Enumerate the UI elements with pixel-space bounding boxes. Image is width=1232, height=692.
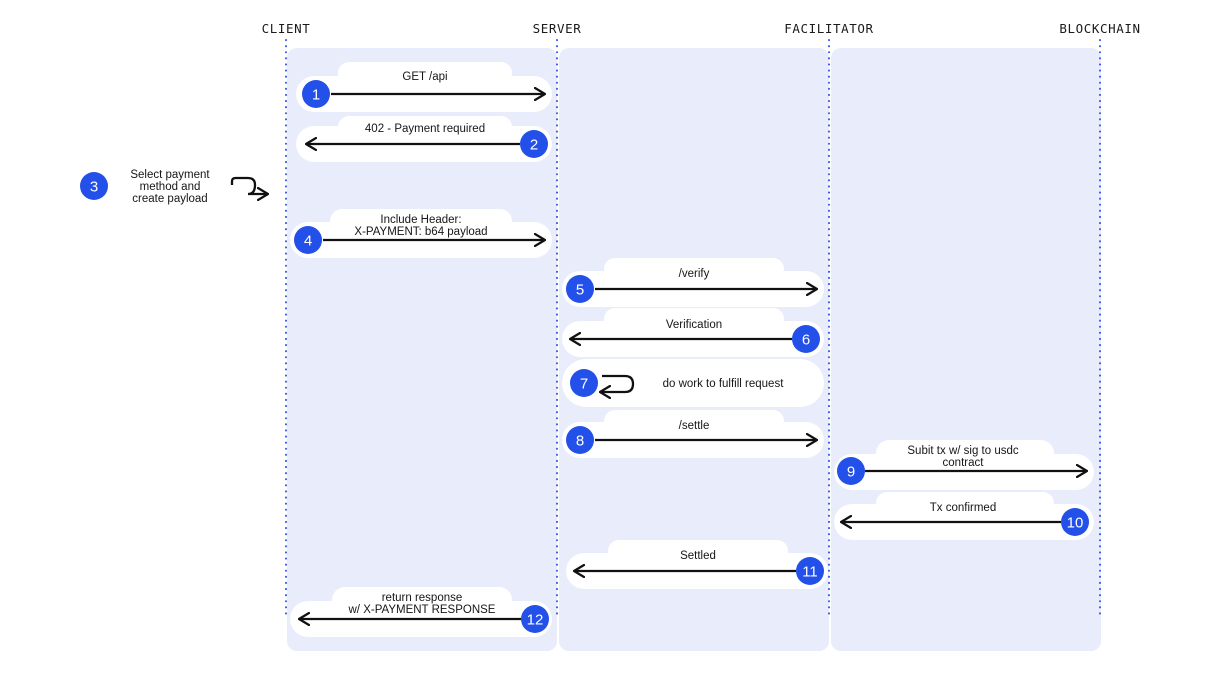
- step-11-number: 11: [802, 564, 818, 581]
- step-8-badge: [566, 426, 594, 454]
- lane-client: [287, 48, 557, 651]
- step-7-loop-arrow: [600, 374, 635, 392]
- step-10-badge: [1061, 508, 1089, 536]
- step-3-number: 3: [90, 179, 98, 196]
- step-2-label-line-1: 402 - Payment required: [365, 123, 485, 135]
- step-9-label-line-1: Subit tx w/ sig to usdc: [907, 445, 1018, 457]
- step-5-badge: [566, 275, 594, 303]
- step-6-badge: [792, 325, 820, 353]
- step-7-label-line-1: do work to fulfill request: [663, 378, 785, 390]
- step-2-badge: [520, 130, 548, 158]
- step-3-self-action: 3 Select payment method and create paylo…: [74, 162, 274, 210]
- step-4-label-line-2: X-PAYMENT: b64 payload: [354, 226, 487, 238]
- step-1-badge: [302, 80, 330, 108]
- step-8-label-line-1: /settle: [679, 420, 710, 432]
- step-4-badge: [294, 226, 322, 254]
- step-8-number: 8: [576, 433, 584, 450]
- step-2-number: 2: [530, 137, 538, 154]
- step-7-badge: [570, 369, 598, 397]
- step-5-label-line-1: /verify: [679, 268, 710, 280]
- step-1-number: 1: [312, 87, 320, 104]
- step-12-label-line-2: w/ X-PAYMENT RESPONSE: [348, 604, 496, 616]
- step-5-number: 5: [576, 282, 584, 299]
- step-8-message: /settle 8: [562, 410, 824, 458]
- step-6-message: Verification 6: [562, 308, 824, 357]
- step-4-label-line-1: Include Header:: [380, 214, 461, 226]
- step-10-label-line-1: Tx confirmed: [930, 502, 996, 514]
- step-11-message: Settled 11: [566, 540, 828, 589]
- column-label-blockchain: BLOCKCHAIN: [1059, 21, 1140, 36]
- step-4-message: Include Header: X-PAYMENT: b64 payload 4: [290, 209, 552, 258]
- column-label-client: CLIENT: [262, 21, 311, 36]
- step-9-message: Subit tx w/ sig to usdc contract 9: [834, 440, 1094, 490]
- step-7-self-action: 7 do work to fulfill request: [562, 359, 824, 407]
- lane-facilitator: [831, 48, 1101, 651]
- step-6-label-line-1: Verification: [666, 319, 722, 331]
- step-7-number: 7: [580, 376, 588, 393]
- step-12-number: 12: [527, 612, 544, 629]
- step-12-label-line-1: return response: [382, 592, 463, 604]
- step-3-badge: [80, 172, 108, 200]
- step-12-badge: [521, 605, 549, 633]
- step-9-label-line-2: contract: [943, 457, 985, 469]
- step-10-message: Tx confirmed 10: [834, 492, 1094, 540]
- step-5-message: /verify 5: [562, 258, 824, 307]
- step-3-label-line-1: Select payment: [130, 169, 210, 181]
- step-3-loop-arrow: [230, 176, 268, 194]
- step-2-message: 402 - Payment required 2: [296, 116, 552, 162]
- step-1-message: GET /api 1: [296, 62, 552, 112]
- step-10-number: 10: [1067, 515, 1084, 532]
- step-11-badge: [796, 557, 824, 585]
- step-3-label-line-2: method and: [140, 181, 201, 193]
- column-label-server: SERVER: [533, 21, 582, 36]
- step-6-number: 6: [802, 332, 810, 349]
- step-11-label-line-1: Settled: [680, 550, 716, 562]
- step-9-badge: [837, 457, 865, 485]
- step-12-message: return response w/ X-PAYMENT RESPONSE 12: [290, 587, 552, 637]
- column-label-facilitator: FACILITATOR: [784, 21, 873, 36]
- step-3-label-line-3: create payload: [132, 193, 207, 205]
- step-1-label-line-1: GET /api: [402, 71, 447, 83]
- step-9-number: 9: [847, 464, 855, 481]
- step-4-number: 4: [304, 233, 312, 250]
